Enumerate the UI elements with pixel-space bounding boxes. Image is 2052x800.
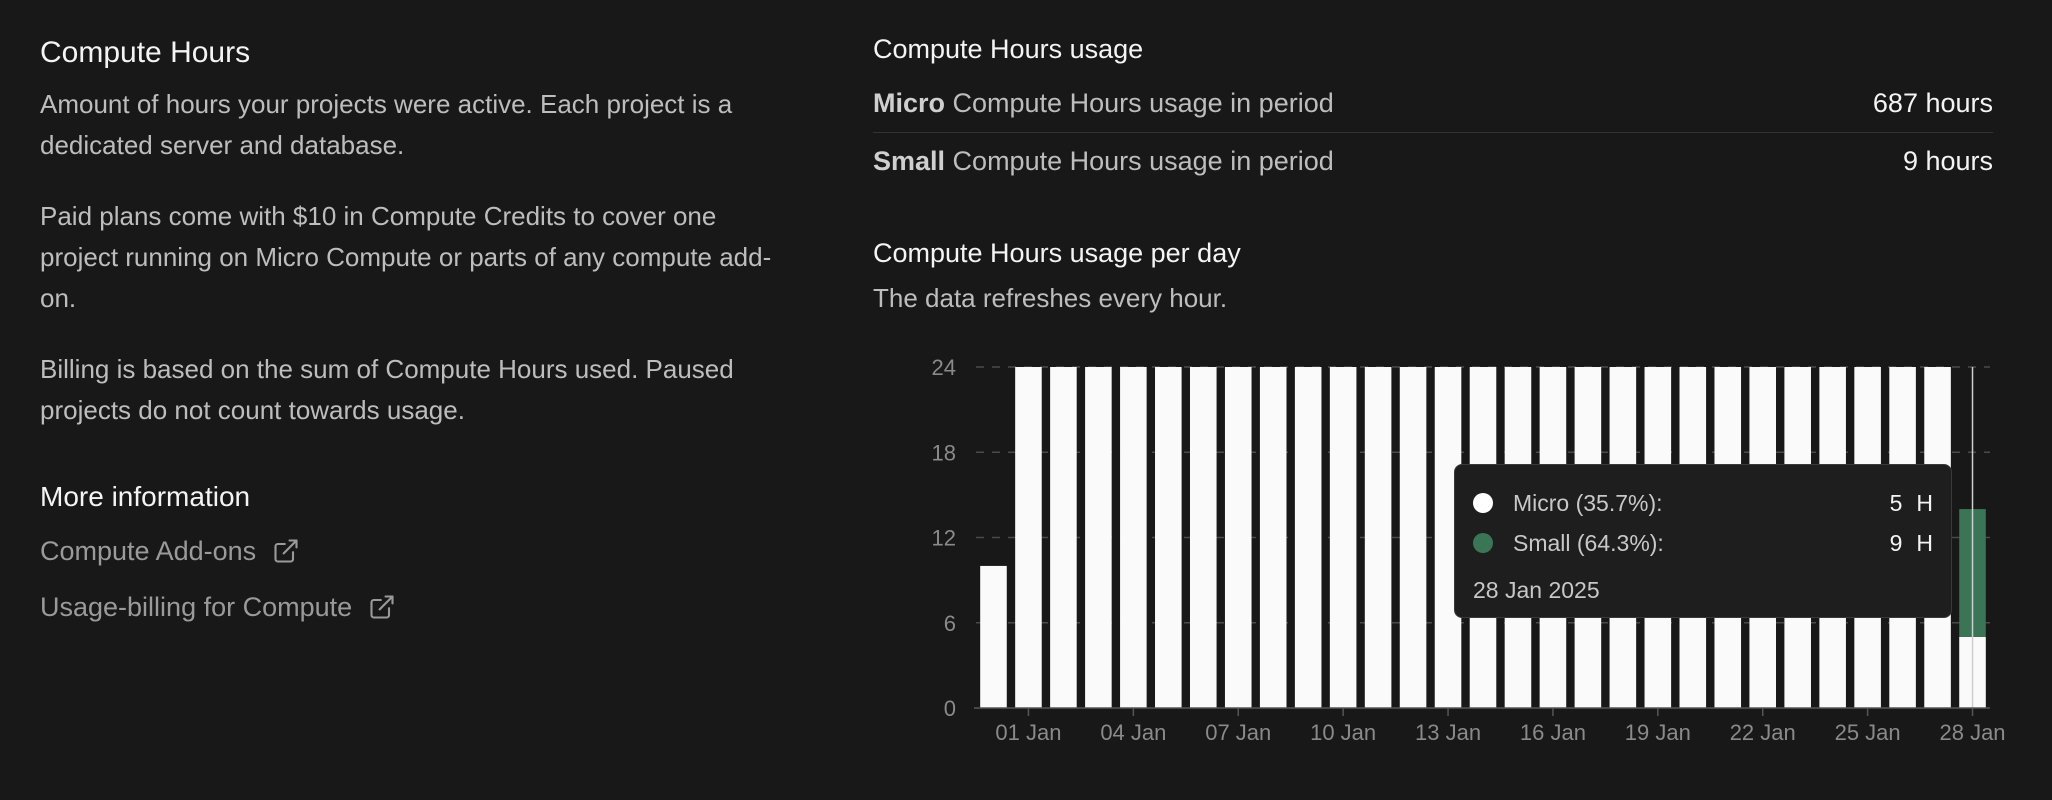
tooltip-label: Small (64.3%):: [1513, 529, 1664, 556]
x-tick-label: 07 Jan: [1205, 720, 1271, 745]
link-label: Compute Add-ons: [40, 535, 257, 566]
section-title: Compute Hours: [40, 36, 251, 69]
x-tick-label: 01 Jan: [995, 720, 1061, 745]
y-tick-label: 6: [944, 611, 956, 636]
tooltip-value: 5: [1889, 489, 1903, 516]
bar-micro: [1224, 367, 1252, 708]
usage-label: Small Compute Hours usage in period: [873, 146, 1334, 176]
usage-title: Compute Hours usage: [873, 34, 1144, 64]
tooltip-row-micro: Micro (35.7%): 5 H: [1473, 483, 1933, 523]
tooltip-label: Micro (35.7%):: [1513, 489, 1663, 516]
micro-usage-row: Micro Compute Hours usage in period 687 …: [873, 75, 1993, 132]
bar-micro: [1085, 367, 1112, 708]
x-tick-label: 28 Jan: [1939, 720, 2005, 745]
compute-size: Micro: [873, 88, 946, 118]
compute-size: Small: [873, 146, 946, 176]
external-link-icon: [370, 595, 394, 619]
bar-micro: [1329, 367, 1357, 708]
bar-micro: [1015, 367, 1042, 708]
x-tick-label: 13 Jan: [1415, 720, 1481, 745]
micro-legend-dot: [1473, 493, 1493, 513]
chart-tooltip: Micro (35.7%): 5 H Small (64.3%): 9 H 28…: [1454, 464, 1952, 618]
tooltip-row-small: Small (64.3%): 9 H: [1473, 523, 1933, 563]
y-tick-label: 12: [932, 526, 956, 551]
y-tick-label: 18: [932, 440, 956, 465]
usage-panel: Compute Hours usage Micro Compute Hours …: [873, 34, 1993, 314]
bar-micro: [1399, 367, 1427, 708]
bar-micro: [1155, 367, 1182, 708]
y-tick-label: 0: [944, 696, 956, 721]
bar-micro: [1294, 367, 1322, 708]
description-paragraph-2: Paid plans come with $10 in Compute Cred…: [40, 201, 772, 313]
x-tick-label: 16 Jan: [1520, 720, 1586, 745]
tooltip-date: 28 Jan 2025: [1473, 577, 1600, 603]
more-information-title: More information: [40, 481, 251, 512]
tooltip-unit: H: [1916, 489, 1933, 516]
bar-micro: [980, 565, 1007, 708]
x-tick-label: 10 Jan: [1310, 720, 1376, 745]
external-link-icon: [274, 539, 298, 563]
description-paragraph-1: Amount of hours your projects were activ…: [40, 89, 733, 160]
bar-micro: [1364, 367, 1392, 708]
usage-value: 9 hours: [1902, 146, 1993, 176]
usage-billing-link[interactable]: Usage-billing for Compute: [40, 587, 780, 627]
bar-micro: [1189, 367, 1217, 708]
x-tick-label: 04 Jan: [1100, 720, 1166, 745]
link-label: Usage-billing for Compute: [40, 591, 353, 622]
tooltip-value: 9: [1889, 529, 1903, 556]
x-tick-label: 19 Jan: [1625, 720, 1691, 745]
description-paragraph-3: Billing is based on the sum of Compute H…: [40, 354, 734, 425]
usage-value: 687 hours: [1872, 88, 1993, 118]
x-tick-label: 22 Jan: [1730, 720, 1796, 745]
bar-micro: [1259, 367, 1287, 708]
tooltip-unit: H: [1916, 529, 1933, 556]
per-day-subtitle: The data refreshes every hour.: [873, 283, 1228, 313]
small-usage-row: Small Compute Hours usage in period 9 ho…: [873, 133, 1993, 190]
y-tick-label: 24: [932, 355, 956, 380]
divider: [873, 132, 1993, 133]
bar-micro: [1050, 367, 1077, 708]
x-tick-label: 25 Jan: [1835, 720, 1901, 745]
compute-addons-link[interactable]: Compute Add-ons: [40, 531, 780, 571]
bar-micro: [1120, 367, 1147, 708]
usage-label: Micro Compute Hours usage in period: [873, 88, 1334, 118]
compute-hours-description: Compute Hours Amount of hours your proje…: [40, 36, 780, 643]
per-day-title: Compute Hours usage per day: [873, 238, 1241, 268]
small-legend-dot: [1473, 533, 1493, 553]
